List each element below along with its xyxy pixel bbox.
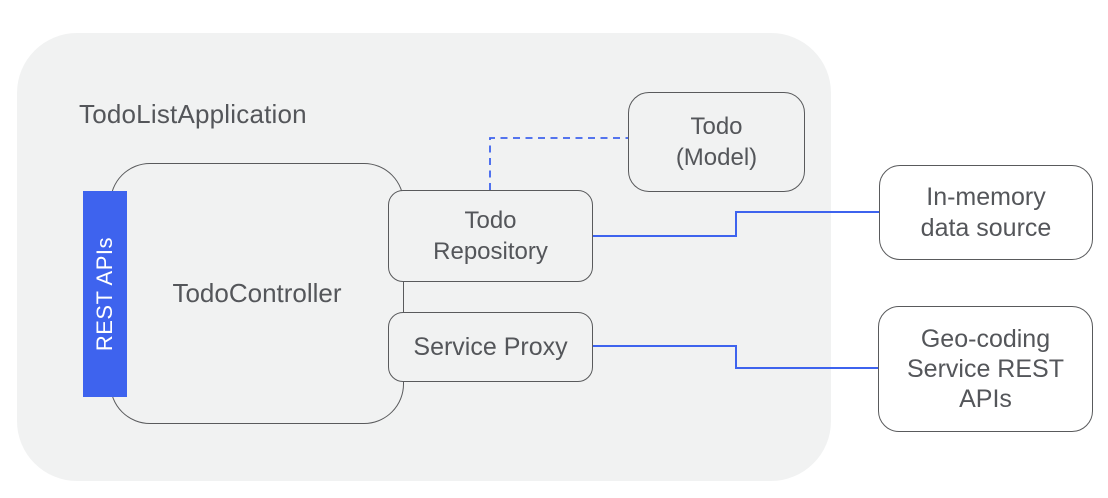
todo-controller-label: TodoController	[172, 278, 342, 308]
container-title: TodoListApplication	[79, 99, 307, 129]
todo-repository-node: Todo Repository	[388, 190, 593, 282]
todo-model-label: Todo (Model)	[675, 113, 758, 171]
service-proxy-label: Service Proxy	[413, 332, 568, 361]
geo-coding-service-label: Geo-coding Service REST APIs	[907, 325, 1064, 413]
todo-repository-label: Todo Repository	[433, 207, 548, 265]
in-memory-data-source-node: In-memory data source	[879, 165, 1093, 260]
rest-apis-bar: REST APIs	[83, 191, 127, 397]
service-proxy-node: Service Proxy	[388, 312, 593, 382]
todo-model-node: Todo (Model)	[628, 92, 805, 192]
geo-coding-service-node: Geo-coding Service REST APIs	[878, 306, 1093, 432]
in-memory-data-source-label: In-memory data source	[920, 182, 1052, 242]
rest-apis-label: REST APIs	[92, 236, 117, 352]
todo-controller-node: TodoController	[110, 163, 404, 424]
